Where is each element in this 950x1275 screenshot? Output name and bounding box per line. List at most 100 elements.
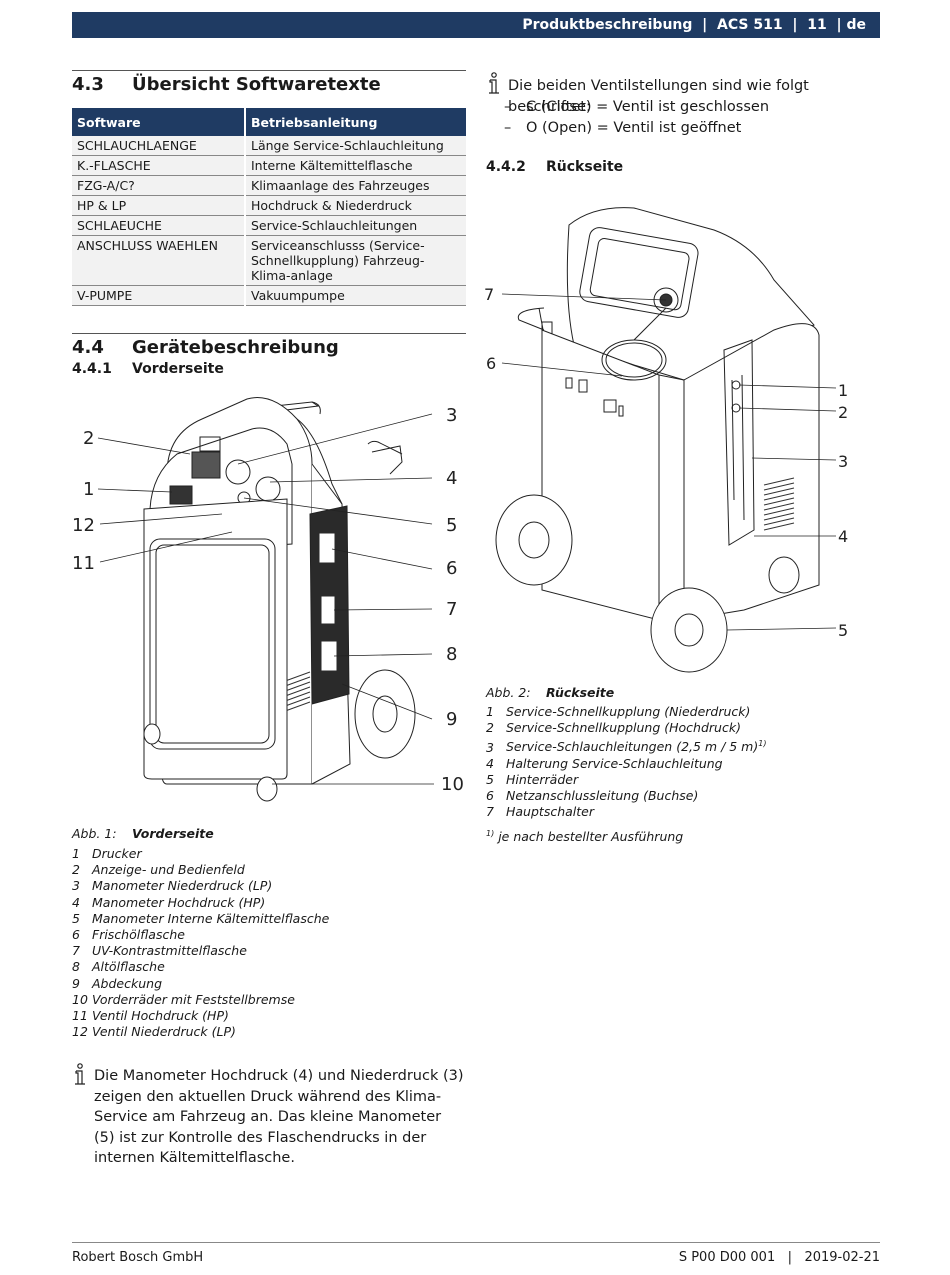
figure-2-caption: Abb. 2:Rückseite <box>486 685 614 700</box>
table-row: K.-FLASCHE Interne Kältemittelflasche <box>72 155 466 176</box>
list-item: –O (Open) = Ventil ist geöffnet <box>504 118 769 139</box>
item-text: O (Open) = Ventil ist geöffnet <box>526 119 742 136</box>
item-number: 2 <box>486 720 494 736</box>
footer-right: S P00 D00 001 | 2019-02-21 <box>679 1250 880 1265</box>
table-row: FZG-A/C? Klimaanlage des Fahrzeuges <box>72 175 466 196</box>
item-text: C (Close) = Ventil ist geschlossen <box>526 99 770 115</box>
subsection-number: 4.4.2 <box>486 159 526 175</box>
caption-label: Abb. 2: <box>486 685 531 700</box>
list-item: 7 UV-Kontrastmittelflasche <box>72 943 329 959</box>
callout-6: 6 <box>446 558 457 579</box>
callout-5: 5 <box>838 621 848 640</box>
valve-note-intro: Die beiden Ventilstellungen sind wie fol… <box>508 78 809 115</box>
item-number: 8 <box>72 959 80 975</box>
item-text: Netzanschlussleitung (Buchse) <box>506 788 699 804</box>
software-table: Software Betriebsanleitung SCHLAUCHLAENG… <box>72 108 466 306</box>
item-number: 4 <box>72 894 80 910</box>
page-header: Produktbeschreibung | ACS 511 | 11 | de <box>72 12 880 38</box>
item-text: Service-Schnellkupplung (Niederdruck) <box>506 704 751 719</box>
item-text: UV-Kontrastmittelflasche <box>92 943 247 959</box>
table-row: SCHLAEUCHE Service-Schlauchleitungen <box>72 215 466 236</box>
item-text: Hauptschalter <box>506 804 594 820</box>
section-title: Gerätebeschreibung <box>132 337 339 358</box>
list-item: –C (Close) = Ventil ist geschlossen <box>504 97 769 118</box>
item-text: Ventil Hochdruck (HP) <box>92 1008 229 1024</box>
footnote-mark: 1) <box>758 739 767 749</box>
table-row: ANSCHLUSS WAEHLEN Serviceanschlusss (Ser… <box>72 235 466 286</box>
figure-1-caption: Abb. 1:Vorderseite <box>72 826 214 841</box>
item-number: 4 <box>486 755 494 771</box>
item-text: Frischölflasche <box>92 927 185 943</box>
table-cell: HP & LP <box>72 195 246 216</box>
header-sep: | <box>702 17 708 33</box>
callout-8: 8 <box>446 644 457 665</box>
callout-3: 3 <box>446 405 457 426</box>
item-number: 12 <box>72 1024 88 1040</box>
dash: – <box>504 119 512 136</box>
callout-1: 1 <box>83 479 94 500</box>
subsection-title: Vorderseite <box>132 361 224 377</box>
footer-date: 2019-02-21 <box>804 1250 880 1265</box>
caption-label: Abb. 1: <box>72 826 117 841</box>
footnote: 1) je nach bestellter Ausführung <box>486 826 683 845</box>
item-text: Manometer Niederdruck (LP) <box>92 878 273 894</box>
header-sep: | <box>792 17 798 33</box>
table-cell: SCHLAEUCHE <box>72 215 246 236</box>
table-row: HP & LP Hochdruck & Niederdruck <box>72 195 466 216</box>
item-text: Abdeckung <box>92 975 163 991</box>
table-cell: Interne Kältemittelflasche <box>245 155 466 176</box>
item-number: 11 <box>72 1008 88 1024</box>
table-cell: Länge Service-Schlauchleitung <box>245 136 466 156</box>
table-cell: SCHLAUCHLAENGE <box>72 136 246 156</box>
table-cell: Klimaanlage des Fahrzeuges <box>245 175 466 196</box>
list-item: 4 Halterung Service-Schlauchleitung <box>486 756 766 772</box>
table-cell: Serviceanschlusss (Service-Schnellkupplu… <box>245 235 466 286</box>
table-cell: Service-Schlauchleitungen <box>245 215 466 236</box>
item-text: Manometer Hochdruck (HP) <box>92 894 266 910</box>
item-text: Drucker <box>92 846 142 861</box>
manometer-note: Die Manometer Hochdruck (4) und Niederdr… <box>94 1068 464 1166</box>
header-lang: de <box>846 17 866 33</box>
item-text: Halterung Service-Schlauchleitung <box>506 755 723 771</box>
footnote-mark: 1) <box>486 829 495 838</box>
front-view-figure: 2 1 12 11 3 4 5 6 7 8 9 10 <box>72 397 464 802</box>
item-number: 7 <box>72 943 80 959</box>
item-text: Altölflasche <box>92 959 165 975</box>
callout-4: 4 <box>838 527 848 546</box>
list-item: 4 Manometer Hochdruck (HP) <box>72 895 329 911</box>
header-page: 11 <box>807 17 827 33</box>
table-row: SCHLAUCHLAENGE Länge Service-Schlauchlei… <box>72 136 466 156</box>
table-cell: Vakuumpumpe <box>245 285 466 306</box>
header-product: ACS 511 <box>717 17 783 33</box>
footer-company: Robert Bosch GmbH <box>72 1250 204 1265</box>
section-rule <box>72 70 466 71</box>
item-number: 5 <box>72 910 80 926</box>
item-number: 10 <box>72 991 88 1007</box>
list-item: 8 Altölflasche <box>72 959 329 975</box>
item-number: 2 <box>72 862 80 878</box>
header-section: Produktbeschreibung <box>522 17 693 33</box>
footer-docnum: S P00 D00 001 <box>678 1250 776 1265</box>
callout-4: 4 <box>446 468 457 489</box>
section-number: 4.3 <box>72 74 104 95</box>
footer-sep: | <box>787 1250 793 1265</box>
callout-12: 12 <box>72 515 95 536</box>
section-rule <box>72 333 466 334</box>
callout-9: 9 <box>446 709 457 730</box>
table-row: V-PUMPE Vakuumpumpe <box>72 285 466 306</box>
subsection-number: 4.4.1 <box>72 361 112 377</box>
callout-7: 7 <box>484 285 494 304</box>
